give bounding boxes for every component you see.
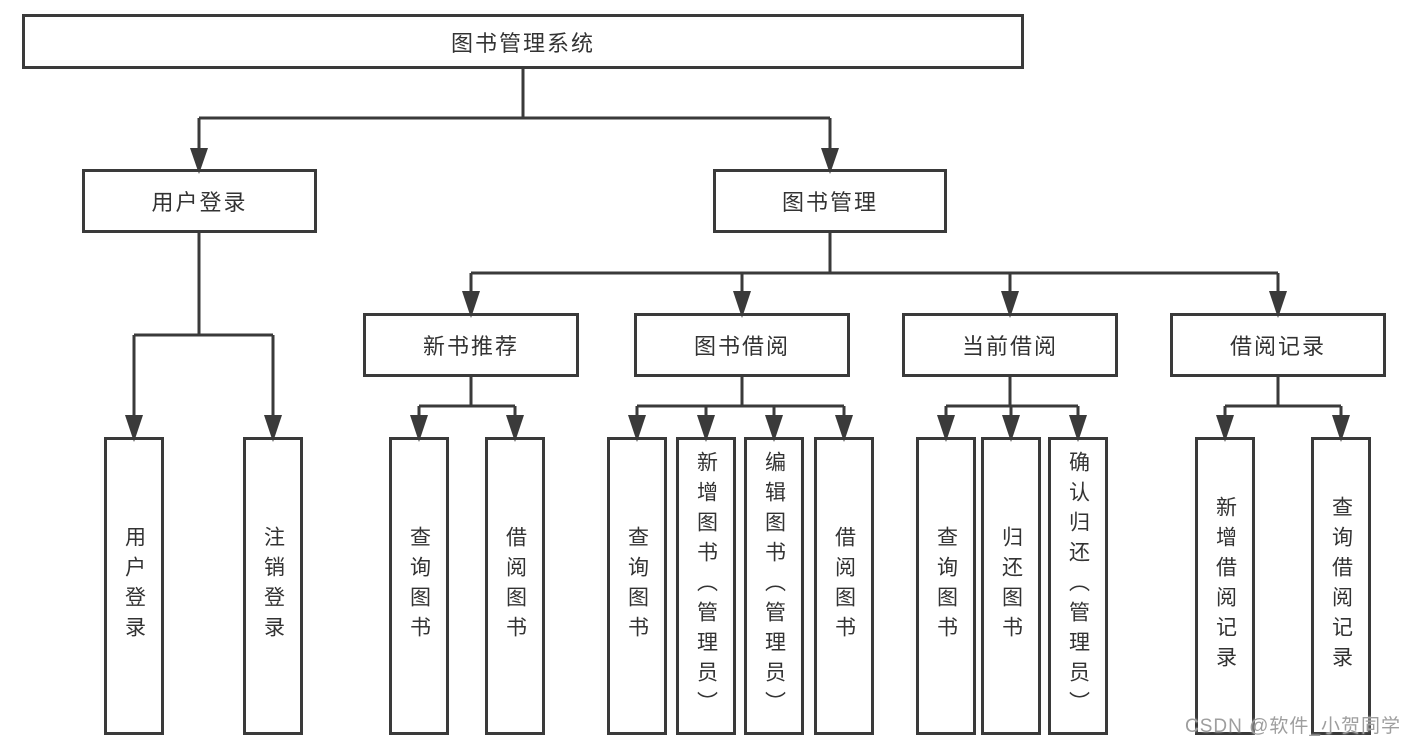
leaf-query-books-borrowing: 查询图书 [607,437,667,735]
node-label: 新增借阅记录 [1213,496,1237,676]
node-user-login-branch: 用户登录 [82,169,317,233]
node-label: 图书借阅 [693,334,790,359]
leaf-confirm-return-admin: 确认归还（管理员） [1048,437,1108,735]
node-label: 借阅图书 [503,526,527,646]
node-label: 查询借阅记录 [1329,496,1353,676]
leaf-add-borrow-record: 新增借阅记录 [1195,437,1255,735]
node-library-management-system: 图书管理系统 [22,14,1024,69]
leaf-add-book-admin: 新增图书（管理员） [676,437,736,735]
node-label: 用户登录 [151,190,248,215]
node-label: 借阅图书 [832,526,856,646]
leaf-logout: 注销登录 [243,437,303,735]
leaf-query-books-recommend: 查询图书 [389,437,449,735]
node-label: 图书管理 [781,190,878,215]
node-new-book-recommendation: 新书推荐 [363,313,579,377]
node-label: 注销登录 [261,526,285,646]
node-label: 用户登录 [122,526,146,646]
node-label: 查询图书 [625,526,649,646]
leaf-query-books-current: 查询图书 [916,437,976,735]
node-borrowing-records: 借阅记录 [1170,313,1386,377]
node-book-borrowing: 图书借阅 [634,313,850,377]
node-label: 图书管理系统 [450,30,595,56]
node-label: 新书推荐 [422,334,519,359]
node-label: 归还图书 [999,526,1023,646]
node-current-borrowing: 当前借阅 [902,313,1118,377]
node-label: 确认归还（管理员） [1066,451,1090,721]
leaf-borrow-books: 借阅图书 [814,437,874,735]
node-label: 当前借阅 [961,334,1058,359]
csdn-watermark: CSDN @软件_小贺同学 [1185,716,1401,737]
node-label: 借阅记录 [1229,334,1326,359]
node-label: 新增图书（管理员） [694,451,718,721]
node-book-management-branch: 图书管理 [713,169,947,233]
leaf-borrow-books-recommend: 借阅图书 [485,437,545,735]
leaf-user-login: 用户登录 [104,437,164,735]
leaf-edit-book-admin: 编辑图书（管理员） [744,437,804,735]
leaf-return-book: 归还图书 [981,437,1041,735]
node-label: 查询图书 [407,526,431,646]
node-label: 查询图书 [934,526,958,646]
node-label: 编辑图书（管理员） [762,451,786,721]
leaf-query-borrow-record: 查询借阅记录 [1311,437,1371,735]
